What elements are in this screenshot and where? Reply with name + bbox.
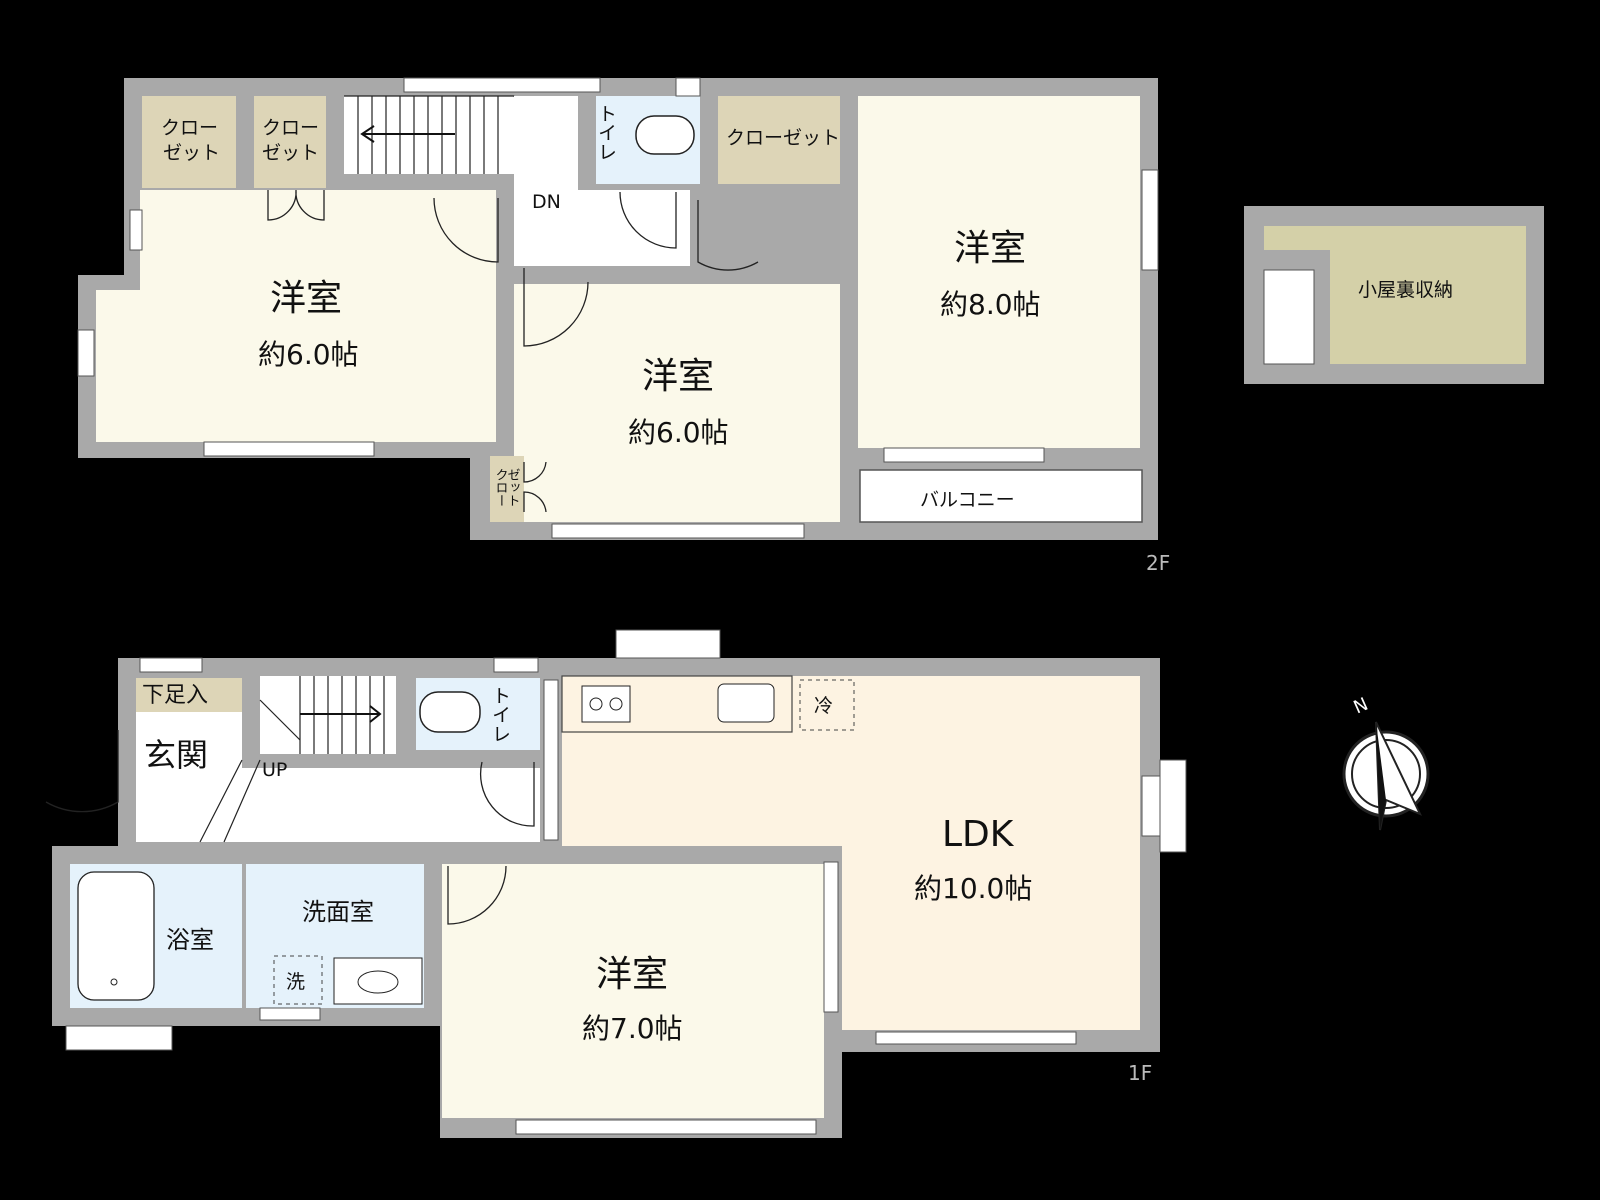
stair-arrow-icon xyxy=(360,125,455,143)
washroom-label: 洗面室 xyxy=(302,898,374,926)
closet-3[interactable] xyxy=(718,96,840,184)
attic-area[interactable] xyxy=(1264,226,1526,364)
closet-4-label-1: クロー xyxy=(493,468,508,507)
room-center[interactable] xyxy=(514,284,840,522)
shoe-storage-label: 下足入 xyxy=(142,683,208,708)
toilet-1f-icon xyxy=(419,691,481,733)
room-1f[interactable] xyxy=(442,864,824,1118)
closet-2-label-2: ゼット xyxy=(262,142,319,164)
attic-label: 小屋裏収納 xyxy=(1358,279,1453,301)
fridge-label: 冷 xyxy=(814,695,833,717)
closet-1-label-2: ゼット xyxy=(163,142,220,164)
room-east-name: 洋室 xyxy=(954,228,1026,269)
burner-icon xyxy=(589,697,603,711)
closet-2[interactable] xyxy=(254,96,326,188)
closet-1-label-1: クロー xyxy=(161,117,218,139)
washer-space xyxy=(273,955,323,1005)
stair-arrow-1f-icon xyxy=(300,705,382,723)
doors-1f xyxy=(45,730,535,925)
washer-label: 洗 xyxy=(286,971,305,993)
room-west[interactable] xyxy=(96,190,496,442)
ldk-name: LDK xyxy=(942,814,1015,855)
ldk-size: 約10.0帖 xyxy=(914,872,1032,905)
bath-label: 浴室 xyxy=(166,926,214,954)
room-1f-size: 約7.0帖 xyxy=(582,1012,683,1045)
floor-2-label: 2F xyxy=(1146,551,1170,575)
stairs-up-label: UP xyxy=(262,759,287,781)
closet-1[interactable] xyxy=(142,96,236,188)
fridge-space xyxy=(799,679,855,731)
doors-2f xyxy=(267,189,759,513)
balcony[interactable] xyxy=(859,469,1143,523)
hallway-2f[interactable] xyxy=(514,96,690,266)
room-east[interactable] xyxy=(858,96,1140,448)
stairs-dn-label: DN xyxy=(532,191,561,213)
room-1f-name: 洋室 xyxy=(596,954,668,995)
floor-1: UP 玄関 下足入 トイレ 冷 LDK 約10.0帖 浴室 洗面室 洗 洋室 約… xyxy=(45,629,1187,1138)
windows-2f xyxy=(77,77,1159,539)
washbasin-icon xyxy=(357,970,399,994)
toilet-1f-label: トイレ xyxy=(489,686,511,743)
shoe-storage[interactable] xyxy=(136,678,242,712)
drain-icon xyxy=(110,978,118,986)
closet-2-label-1: クロー xyxy=(262,117,319,139)
vanity xyxy=(333,957,423,1005)
entrance-label: 玄関 xyxy=(144,736,208,774)
bathtub-icon xyxy=(77,871,155,1001)
closet-3-label: クローゼット xyxy=(726,127,840,149)
closet-4[interactable] xyxy=(490,456,524,522)
stove-icon xyxy=(581,685,631,723)
attic-hatch xyxy=(1263,269,1315,365)
sink-icon xyxy=(717,683,775,723)
room-center-name: 洋室 xyxy=(642,356,714,397)
windows-1f xyxy=(65,629,1187,1135)
floor-2: DN トイレ xyxy=(77,77,1170,575)
attic-storage: 小屋裏収納 xyxy=(1244,206,1544,384)
room-west-size: 約6.0帖 xyxy=(258,338,359,371)
floor-1-label: 1F xyxy=(1128,1061,1152,1085)
ldk[interactable] xyxy=(562,676,1140,1030)
entrance-hall[interactable] xyxy=(136,712,540,842)
closet-4-label-2: ゼット xyxy=(505,468,521,507)
balcony-label: バルコニー xyxy=(920,489,1015,511)
toilet-icon xyxy=(635,115,695,155)
room-east-size: 約8.0帖 xyxy=(940,288,1041,321)
burner-icon xyxy=(609,697,623,711)
toilet-2f-label: トイレ xyxy=(595,104,617,161)
room-west-name: 洋室 xyxy=(270,278,342,319)
room-center-size: 約6.0帖 xyxy=(628,416,729,449)
